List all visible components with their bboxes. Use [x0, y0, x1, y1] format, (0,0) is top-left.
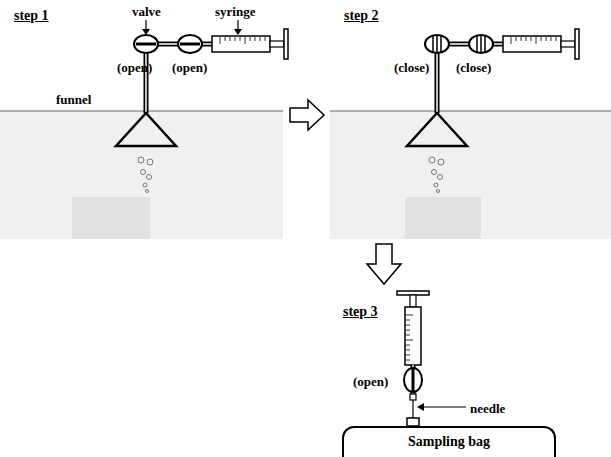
step2-apparatus	[407, 29, 579, 146]
label-holder: step 2	[344, 6, 379, 24]
valve-state: (open)	[353, 374, 388, 389]
valve-state: (open)	[117, 60, 152, 75]
bubbles	[138, 157, 444, 193]
step3-apparatus	[397, 291, 466, 426]
valve-state: (open)	[172, 60, 207, 75]
label-holder: (close)	[456, 58, 491, 76]
label-holder: (open)	[172, 58, 207, 76]
step-heading: step 3	[343, 304, 378, 319]
sampling-bag: Sampling bag	[342, 426, 556, 457]
valve-state: (close)	[394, 60, 429, 75]
part-label: needle	[470, 401, 505, 416]
label-holder: funnel	[56, 90, 91, 108]
label-holder: step 1	[14, 6, 49, 24]
label-holder: syringe	[215, 2, 255, 20]
water-surface	[330, 111, 611, 112]
valve-state: (close)	[456, 60, 491, 75]
bag-label: Sampling bag	[408, 428, 490, 450]
water	[0, 111, 283, 239]
water-surface	[0, 111, 283, 112]
sediment	[72, 197, 150, 239]
part-label: funnel	[56, 92, 91, 107]
label-holder: (open)	[353, 372, 388, 390]
label-holder: (close)	[394, 58, 429, 76]
step1-apparatus	[116, 20, 288, 146]
step-heading: step 1	[14, 8, 49, 23]
flow-arrow	[367, 244, 401, 284]
part-label: syringe	[215, 4, 255, 19]
water	[330, 111, 611, 239]
label-holder: (open)	[117, 58, 152, 76]
part-label: valve	[132, 4, 161, 19]
step-heading: step 2	[344, 8, 379, 23]
sediment	[405, 197, 481, 239]
label-holder: needle	[470, 399, 505, 417]
label-holder: step 3	[343, 302, 378, 320]
flow-arrow	[290, 100, 324, 130]
label-holder: valve	[132, 2, 161, 20]
